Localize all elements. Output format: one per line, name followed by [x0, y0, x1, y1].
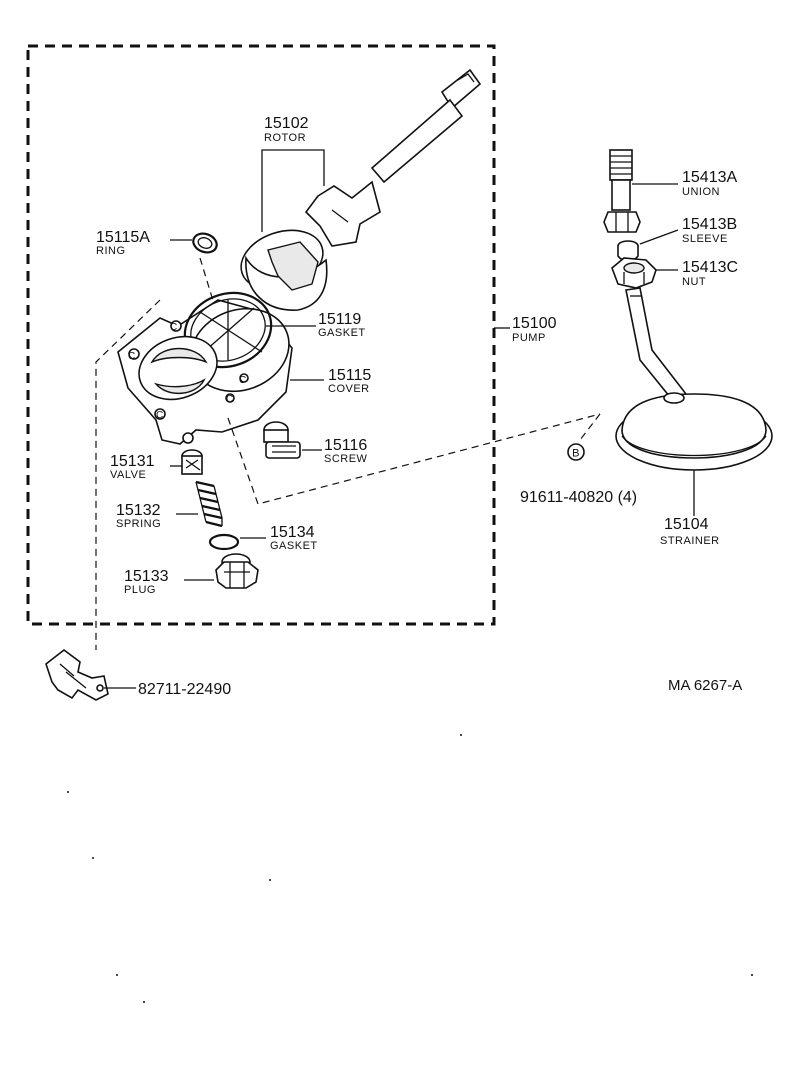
plug-number: 15133 — [124, 568, 169, 585]
svg-text:C: C — [226, 394, 234, 405]
nut-number: 15413C — [682, 259, 738, 276]
sleeve-number: 15413B — [682, 216, 737, 233]
ring-name: RING — [96, 245, 126, 257]
clip-alignment-line — [95, 299, 161, 650]
plug-name: PLUG — [124, 584, 156, 596]
strainer-drawing — [615, 287, 773, 471]
sleeve-drawing — [617, 240, 639, 262]
bolt-marker-letter: B — [572, 448, 580, 460]
union-number: 15413A — [682, 169, 737, 186]
clip-number: 82711-22490 — [138, 681, 231, 698]
svg-text:C: C — [170, 322, 178, 333]
pump-name: PUMP — [512, 332, 546, 344]
clip-drawing — [45, 648, 109, 701]
bolt-marker-circle — [567, 443, 585, 461]
gasket-number: 15119 — [318, 311, 361, 328]
cover-number: 15115 — [328, 367, 371, 384]
spring-name: SPRING — [116, 518, 161, 530]
valve-name: VALVE — [110, 469, 146, 481]
pump-number: 15100 — [512, 315, 557, 332]
rotor-number: 15102 — [264, 115, 309, 132]
bolt-alignment-line — [227, 413, 601, 505]
union-name: UNION — [682, 186, 720, 198]
screw-drawing — [263, 421, 301, 459]
svg-text:C: C — [156, 410, 164, 421]
scan-specks — [67, 734, 753, 1003]
sleeve-leader — [639, 229, 679, 245]
spring-drawing — [195, 480, 223, 528]
strainer-number: 15104 — [664, 516, 709, 533]
cover-drawing: C C C C C — [117, 291, 293, 445]
spring-number: 15132 — [116, 502, 161, 519]
plug-gasket-name: GASKET — [270, 540, 318, 552]
diagram-code: MA 6267-A — [668, 677, 742, 694]
labels: 15102 ROTOR 15115A RING 15119 GASKET 151… — [96, 115, 742, 698]
svg-text:C: C — [128, 351, 136, 362]
nut-name: NUT — [682, 276, 706, 288]
plug-drawing — [215, 553, 259, 589]
bolt-number: 91611-40820 (4) — [520, 489, 637, 506]
plug-gasket-number: 15134 — [270, 524, 315, 541]
gasket-name: GASKET — [318, 327, 366, 339]
cover-name: COVER — [328, 383, 370, 395]
plug-gasket-drawing — [208, 533, 240, 551]
sleeve-name: SLEEVE — [682, 233, 728, 245]
pump-assembly-frame — [26, 44, 496, 626]
bolt-alignment-line-2 — [579, 413, 601, 441]
strainer-name: STRAINER — [660, 535, 720, 547]
rotor-leader — [261, 149, 325, 232]
screw-number: 15116 — [324, 437, 367, 454]
valve-number: 15131 — [110, 453, 155, 470]
union-drawing — [603, 149, 641, 233]
valve-drawing — [181, 449, 203, 475]
ring-number: 15115A — [96, 229, 150, 246]
rotor-drawing — [240, 68, 482, 311]
svg-text:C: C — [239, 375, 247, 386]
rotor-name: ROTOR — [264, 132, 306, 144]
nut-drawing — [611, 257, 657, 289]
ring-drawing — [192, 232, 218, 254]
screw-name: SCREW — [324, 453, 368, 465]
